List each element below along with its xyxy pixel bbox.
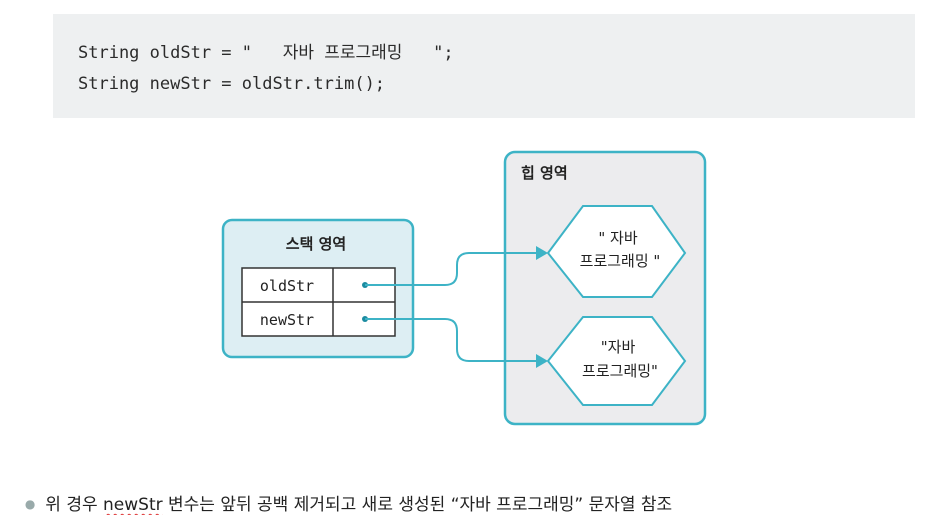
heap-string-old-line2: 프로그래밍 " <box>580 252 661 270</box>
var-newStr-label: newStr <box>260 311 314 329</box>
heap-string-new <box>546 316 687 406</box>
heap-string-old <box>546 205 687 298</box>
heap-string-new-line1: "자바 <box>601 338 636 356</box>
heap-title: 힙 영역 <box>521 164 568 182</box>
arrowhead-newStr <box>536 354 548 368</box>
stack-title: 스택 영역 <box>286 235 346 253</box>
var-oldStr-label: oldStr <box>260 277 314 295</box>
heap-string-old-line1: " 자바 <box>598 229 637 247</box>
code-line-1: String oldStr = " 자바 프로그래밍 "; <box>78 43 454 63</box>
heap-string-new-line2: 프로그래밍" <box>582 362 658 380</box>
code-line-2: String newStr = oldStr.trim(); <box>78 74 386 94</box>
arrowhead-oldStr <box>536 246 548 260</box>
note-suffix: 변수는 앞뒤 공백 제거되고 새로 생성된 “자바 프로그래밍” 문자열 참조 <box>162 495 673 515</box>
arrow-newStr <box>365 318 540 362</box>
bullet-icon: ● <box>24 497 36 511</box>
explanation-note: ● 위 경우 newStr 변수는 앞뒤 공백 제거되고 새로 생성된 “자바 프… <box>14 470 672 515</box>
note-highlight: newStr <box>103 495 163 515</box>
code-block: String oldStr = " 자바 프로그래밍 "; String new… <box>53 14 915 118</box>
note-prefix: 위 경우 <box>45 495 104 515</box>
arrow-oldStr <box>365 252 540 286</box>
